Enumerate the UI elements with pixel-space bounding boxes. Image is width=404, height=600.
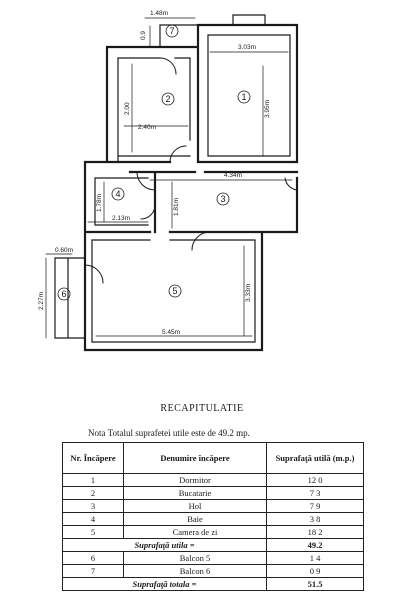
total-label: Suprafaţă totala = xyxy=(62,577,267,591)
row-nr: 1 xyxy=(62,473,124,487)
table-row: 4 Baie 3 8 xyxy=(62,512,364,526)
col-header-nr: Nr. Încăpere xyxy=(62,442,124,474)
room-number-1: 1 xyxy=(241,92,246,102)
dim-label: 1.48m xyxy=(150,10,168,17)
room-number-6: 6 xyxy=(61,289,66,299)
dim-label: 5.45m xyxy=(162,329,180,336)
wall-outline xyxy=(83,23,299,352)
dim-label: 0.9 xyxy=(140,31,147,40)
floor-plan: 7 2 1 4 3 5 6 1.48m 0.9 3.03m 3.95m 2.00… xyxy=(38,10,299,352)
total-value: 51.5 xyxy=(266,577,364,591)
col-header-area: Suprafaţă utilă (m.p.) xyxy=(266,442,364,474)
row-area: 7 3 xyxy=(266,486,364,500)
room-number-3: 3 xyxy=(220,194,225,204)
room-number-2: 2 xyxy=(165,94,170,104)
room-number-5: 5 xyxy=(172,286,177,296)
table-header-row: Nr. Încăpere Denumire încăpere Suprafaţă… xyxy=(62,442,364,474)
row-area: 7 9 xyxy=(266,499,364,513)
row-name: Bucatarie xyxy=(123,486,267,500)
dim-label: 2.13m xyxy=(112,215,130,222)
dim-label: 2.27m xyxy=(38,292,45,310)
col-header-name: Denumire încăpere xyxy=(123,442,267,474)
subtotal-value: 49.2 xyxy=(266,538,364,552)
row-nr: 4 xyxy=(62,512,124,526)
row-area: 0 9 xyxy=(266,564,364,578)
dim-label: 2.40m xyxy=(138,124,156,131)
row-name: Hol xyxy=(123,499,267,513)
row-name: Baie xyxy=(123,512,267,526)
dimension-lines xyxy=(45,17,293,339)
room-number-7: 7 xyxy=(169,26,174,36)
dim-label: 1.78m xyxy=(96,194,103,212)
subtotal-label: Suprafaţă utila = xyxy=(62,538,267,552)
area-summary-table: Nr. Încăpere Denumire încăpere Suprafaţă… xyxy=(62,442,364,591)
row-area: 1 4 xyxy=(266,551,364,565)
table-row: 2 Bucatarie 7 3 xyxy=(62,486,364,500)
subtotal-row: Suprafaţă utila = 49.2 xyxy=(62,538,364,552)
door-arc xyxy=(84,57,298,284)
room-number-4: 4 xyxy=(115,189,120,199)
row-name: Dormitor xyxy=(123,473,267,487)
balcony-7-outline xyxy=(159,14,266,48)
wall-inner xyxy=(91,34,291,343)
table-row: 5 Camera de zi 18 2 xyxy=(62,525,364,539)
row-area: 12 0 xyxy=(266,473,364,487)
row-name: Balcon 5 xyxy=(123,551,267,565)
table-row: 6 Balcon 5 1 4 xyxy=(62,551,364,565)
balcony-6-outline xyxy=(54,257,86,339)
row-nr: 3 xyxy=(62,499,124,513)
row-nr: 5 xyxy=(62,525,124,539)
recap-title: RECAPITULATIE xyxy=(160,403,244,414)
row-area: 3 8 xyxy=(266,512,364,526)
total-row: Suprafaţă totala = 51.5 xyxy=(62,577,364,591)
table-row: 1 Dormitor 12 0 xyxy=(62,473,364,487)
table-row: 7 Balcon 6 0 9 xyxy=(62,564,364,578)
dim-label: 3.95m xyxy=(264,100,271,118)
row-name: Balcon 6 xyxy=(123,564,267,578)
dim-label: 2.00 xyxy=(124,102,131,115)
dim-label: 4.34m xyxy=(224,172,242,179)
dim-label: 3.33m xyxy=(245,284,252,302)
dim-label: 3.03m xyxy=(238,44,256,51)
dim-label: 1.81m xyxy=(173,198,180,216)
row-nr: 6 xyxy=(62,551,124,565)
row-area: 18 2 xyxy=(266,525,364,539)
row-name: Camera de zi xyxy=(123,525,267,539)
dim-label: 0.60m xyxy=(55,247,73,254)
area-note: Nota Totalul suprafetei utile este de 49… xyxy=(88,428,250,438)
row-nr: 7 xyxy=(62,564,124,578)
row-nr: 2 xyxy=(62,486,124,500)
table-row: 3 Hol 7 9 xyxy=(62,499,364,513)
